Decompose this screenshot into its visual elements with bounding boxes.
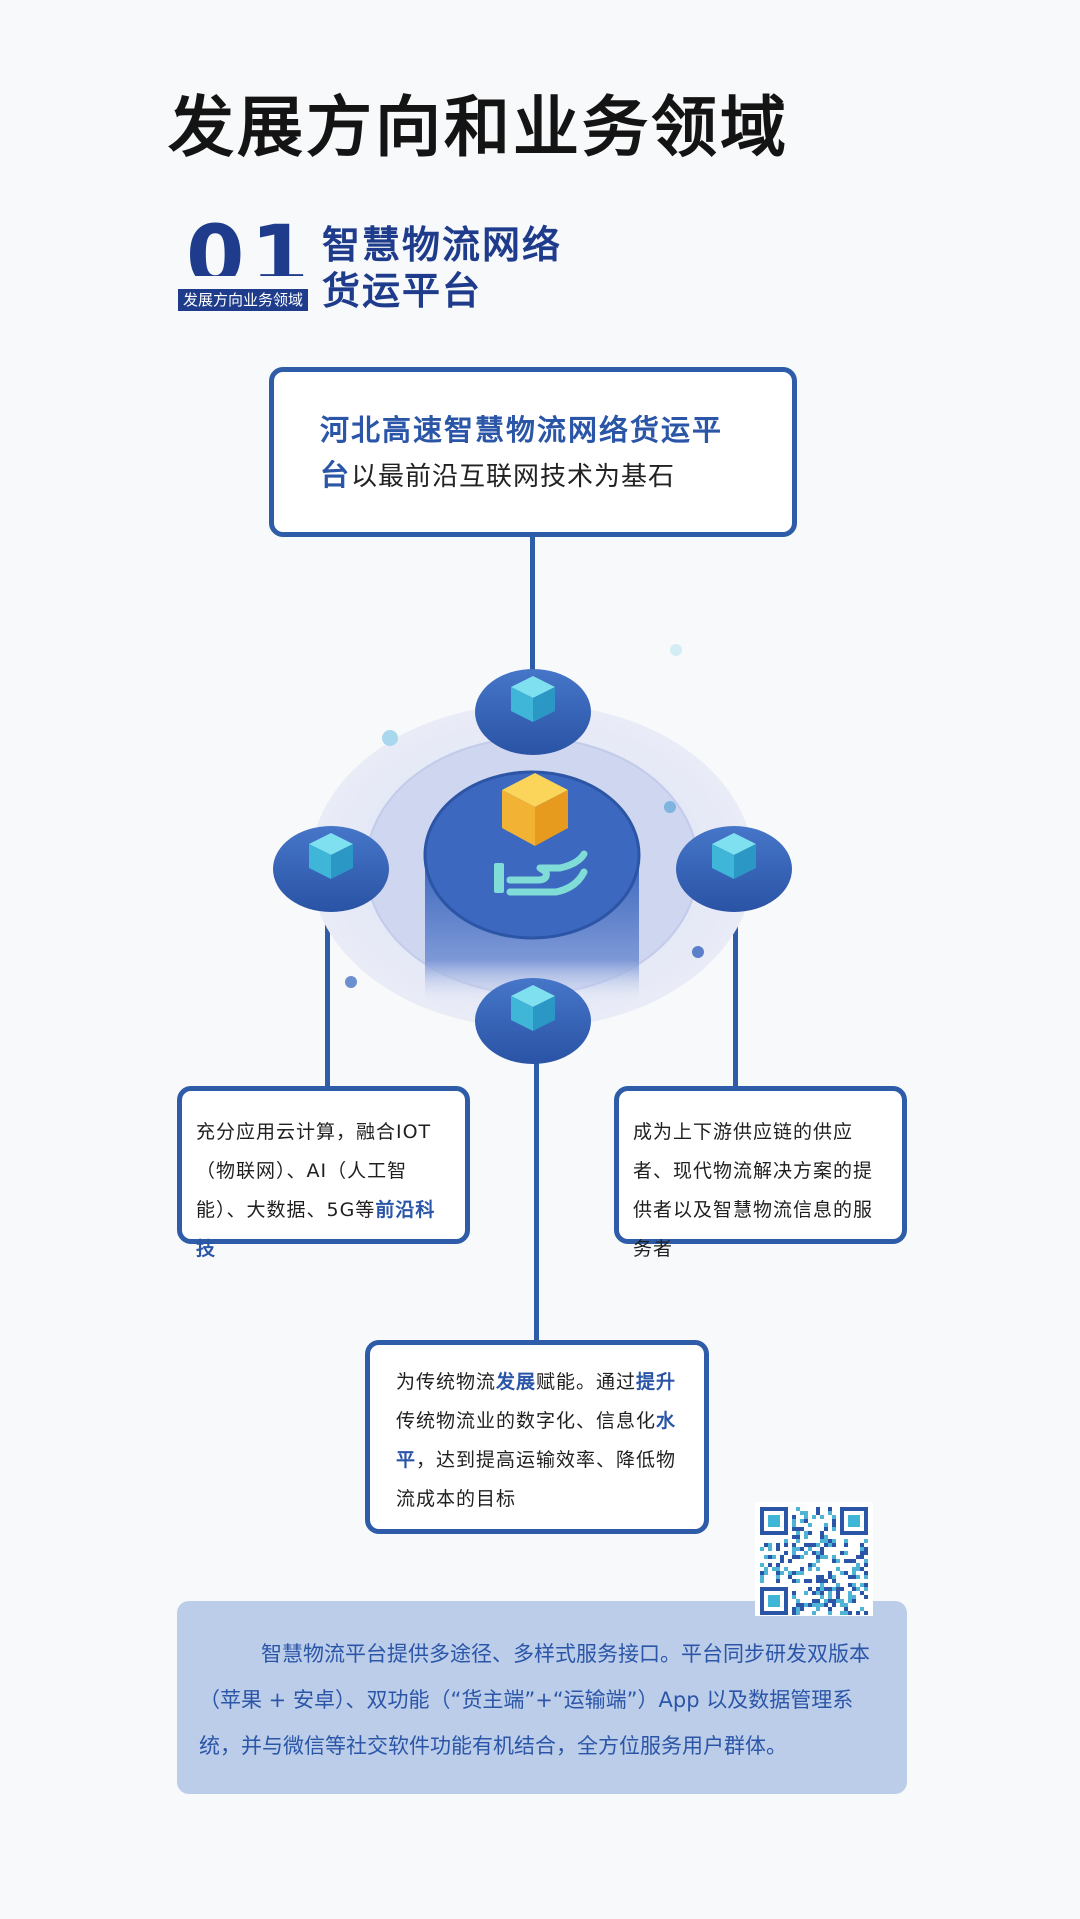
left-box-text: 充分应用云计算，融合IOT（物联网）、AI（人工智能）、大数据、5G等 [196, 1121, 432, 1221]
left-text-box: 充分应用云计算，融合IOT（物联网）、AI（人工智能）、大数据、5G等前沿科技 [177, 1086, 470, 1260]
cube-icon [309, 833, 353, 879]
section-tag: 发展方向业务领域 [178, 289, 308, 311]
node-right [676, 826, 792, 912]
connector-bottom [534, 1060, 539, 1342]
left-box-highlight: 前沿科技 [196, 1199, 436, 1260]
section-title: 智慧物流网络 货运平台 [322, 222, 562, 314]
bottom-box-highlight-2: 提升 [636, 1371, 677, 1393]
connector-left [325, 905, 330, 1088]
right-box-text: 成为上下游供应链的供应者、现代物流解决方案的提供者以及智慧物流信息的服务者 [633, 1121, 874, 1260]
top-box-highlight-a: 河北高速智慧物流网络货运平 [320, 413, 724, 447]
connector-right [733, 905, 738, 1088]
section-title-line2: 货运平台 [322, 269, 483, 313]
top-box-line2: 台以最前沿互联网技术为基石 [320, 455, 752, 500]
bottom-box-highlight-1: 发展 [496, 1371, 537, 1393]
hand-holding-cube-icon [494, 773, 588, 896]
section-title-line1: 智慧物流网络 [322, 223, 563, 267]
top-box-rest: 以最前沿互联网技术为基石 [351, 462, 676, 492]
bottom-box-text-2: 赋能。通过 [536, 1371, 637, 1393]
info-panel: 智慧物流平台提供多途径、多样式服务接口。平台同步研发双版本（苹果 + 安卓）、双… [177, 1601, 907, 1794]
cube-icon [511, 676, 555, 722]
top-box-line1: 河北高速智慧物流网络货运平 [320, 410, 752, 455]
cube-icon [712, 833, 756, 879]
central-graphic [310, 644, 754, 1028]
cube-icon [511, 985, 555, 1031]
connector-top [530, 535, 535, 675]
node-bottom [475, 978, 591, 1064]
bottom-box-highlight-3: 水平 [396, 1410, 677, 1471]
top-box-highlight-b: 台 [320, 458, 352, 492]
bottom-box-text-3: 传统物流业的数字化、信息化 [396, 1410, 657, 1432]
bottom-text-box: 为传统物流发展赋能。通过提升传统物流业的数字化、信息化水平，达到提高运输效率、降… [365, 1340, 709, 1534]
node-top [475, 669, 591, 755]
node-left [273, 826, 389, 912]
section-number: 01 [186, 214, 315, 276]
right-text-box: 成为上下游供应链的供应者、现代物流解决方案的提供者以及智慧物流信息的服务者 [614, 1086, 907, 1260]
bottom-box-text-4: ，达到提高运输效率、降低物流成本的目标 [396, 1449, 677, 1510]
bottom-box-text-1: 为传统物流 [396, 1371, 497, 1393]
info-text: 智慧物流平台提供多途径、多样式服务接口。平台同步研发双版本（苹果 + 安卓）、双… [199, 1642, 870, 1758]
qr-code-icon[interactable] [755, 1502, 873, 1616]
page-title: 发展方向和业务领域 [168, 89, 789, 166]
top-text-box: 河北高速智慧物流网络货运平 台以最前沿互联网技术为基石 [269, 367, 797, 537]
